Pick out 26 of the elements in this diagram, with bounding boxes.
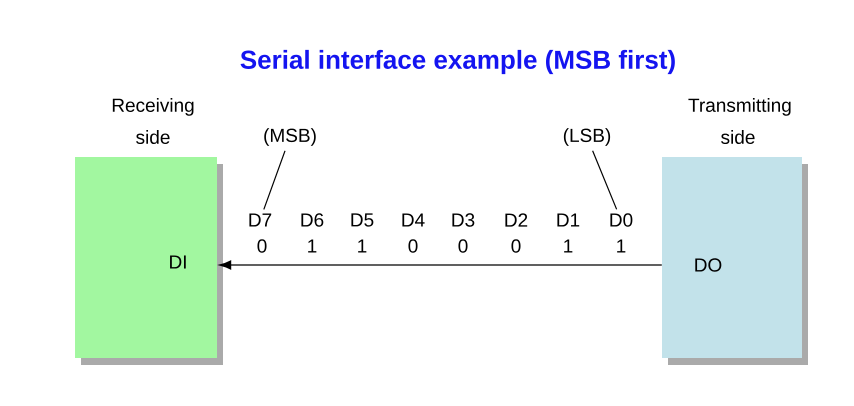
callout-text: (MSB) xyxy=(264,128,316,146)
title: Serial interface example (MSB first) xyxy=(240,50,675,74)
bit-label: D6 xyxy=(301,213,324,227)
bit-label: D5 xyxy=(351,213,374,227)
bit-label: D0 xyxy=(610,213,632,227)
bit-label: 0 xyxy=(458,239,468,253)
node-label: Transmitting side xyxy=(688,98,791,144)
bit-label: 1 xyxy=(308,239,316,253)
bit-label: D4 xyxy=(402,213,425,227)
bit-label: 0 xyxy=(408,239,418,253)
leader-line xyxy=(592,150,618,210)
bit-label: 1 xyxy=(564,239,572,253)
bit-label: 1 xyxy=(358,239,366,253)
node-label: Receiving side xyxy=(112,98,194,144)
bit-label: D7 xyxy=(249,213,272,227)
bit-label: 0 xyxy=(257,239,267,253)
callout-text: (LSB) xyxy=(564,128,610,146)
leader-line xyxy=(263,150,286,210)
bit-label: 0 xyxy=(511,239,521,253)
bit-label: D3 xyxy=(452,213,474,227)
bit-label: D2 xyxy=(505,213,528,227)
arrow xyxy=(219,260,662,270)
side-box: Receiving side DI xyxy=(75,98,223,365)
bit-label: D1 xyxy=(557,213,580,227)
side-box: Transmitting side DO xyxy=(662,98,808,365)
bit-label: 1 xyxy=(617,239,626,253)
